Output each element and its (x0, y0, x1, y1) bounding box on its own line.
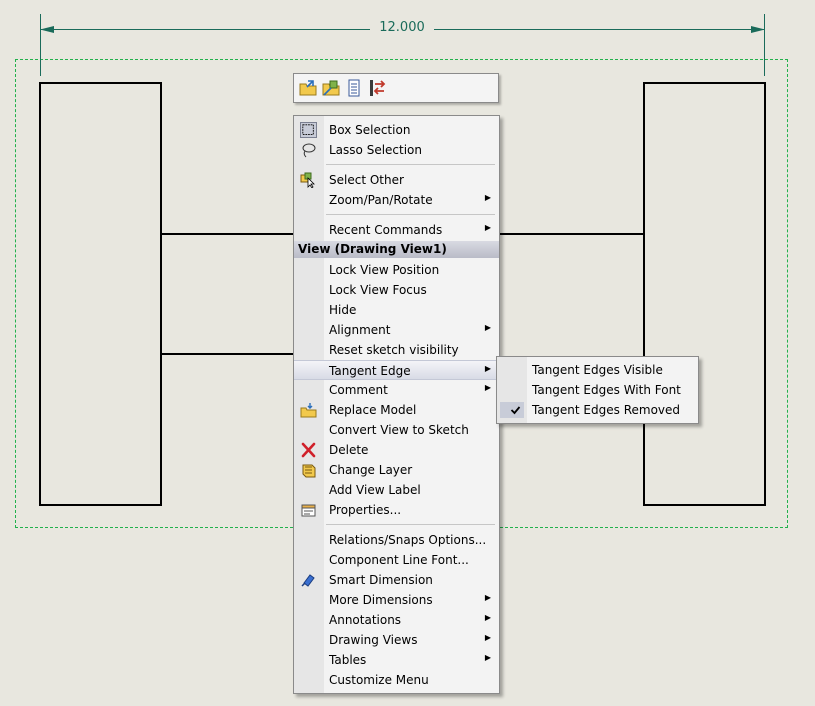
dimension-arrow-left-icon (40, 26, 54, 33)
properties-icon (301, 504, 316, 517)
right-part-outline[interactable] (643, 82, 766, 506)
dimension-value[interactable]: 12.000 (370, 20, 434, 35)
menu-item-annotations[interactable]: Annotations ▶ (294, 610, 499, 630)
menu-item-label: Hide (329, 303, 357, 317)
menu-item-recent-commands[interactable]: Recent Commands ▶ (294, 220, 499, 240)
menu-item-convert-view-to-sketch[interactable]: Convert View to Sketch (294, 420, 499, 440)
menu-item-label: Replace Model (329, 403, 417, 417)
menu-item-label: More Dimensions (329, 593, 433, 607)
menu-item-label: Lock View Focus (329, 283, 427, 297)
submenu-item-tangent-edges-removed[interactable]: Tangent Edges Removed (497, 400, 698, 420)
context-menu: Box Selection Lasso Selection Select Oth… (293, 115, 500, 694)
submenu-arrow-icon: ▶ (484, 613, 491, 622)
replace-model-icon (300, 403, 317, 418)
submenu-item-label: Tangent Edges With Font (532, 383, 681, 397)
menu-item-alignment[interactable]: Alignment ▶ (294, 320, 499, 340)
menu-icon-gutter (294, 116, 324, 693)
menu-item-relations-snaps-options[interactable]: Relations/Snaps Options... (294, 530, 499, 550)
smart-dimension-icon (301, 574, 315, 587)
menu-separator (326, 524, 495, 525)
submenu-arrow-icon: ▶ (484, 223, 491, 232)
menu-item-drawing-views[interactable]: Drawing Views ▶ (294, 630, 499, 650)
menu-item-tables[interactable]: Tables ▶ (294, 650, 499, 670)
delete-icon (301, 442, 316, 458)
menu-item-delete[interactable]: Delete (294, 440, 499, 460)
menu-item-label: Box Selection (329, 123, 411, 137)
submenu-arrow-icon: ▶ (484, 653, 491, 662)
menu-section-header: View (Drawing View1) (294, 241, 499, 258)
menu-item-label: Annotations (329, 613, 402, 627)
menu-separator (326, 164, 495, 165)
menu-item-label: Select Other (329, 173, 404, 187)
menu-item-customize-menu[interactable]: Customize Menu (294, 670, 499, 690)
menu-item-replace-model[interactable]: Replace Model (294, 400, 499, 420)
left-part-outline[interactable] (39, 82, 162, 506)
menu-item-properties[interactable]: Properties... (294, 500, 499, 520)
menu-item-label: Alignment (329, 323, 391, 337)
menu-item-lock-view-focus[interactable]: Lock View Focus (294, 280, 499, 300)
menu-item-label: Lock View Position (329, 263, 440, 277)
open-part-icon[interactable] (322, 79, 340, 97)
dimension-extension-right (764, 14, 765, 76)
menu-item-label: Change Layer (329, 463, 413, 477)
menu-item-label: Reset sketch visibility (329, 343, 459, 357)
lasso-icon (302, 143, 316, 158)
menu-item-label: Convert View to Sketch (329, 423, 469, 437)
layer-icon (302, 464, 316, 478)
menu-item-comment[interactable]: Comment ▶ (294, 380, 499, 400)
properties-table-icon[interactable] (345, 79, 363, 97)
connector-line-bottom-left (161, 353, 295, 355)
menu-item-box-selection[interactable]: Box Selection (294, 120, 499, 140)
submenu-item-label: Tangent Edges Removed (532, 403, 681, 417)
menu-item-label: Properties... (329, 503, 402, 517)
dimension-arrow-right-icon (751, 26, 765, 33)
menu-item-label: Customize Menu (329, 673, 429, 687)
section-header-label: View (Drawing View1) (298, 242, 447, 256)
menu-item-label: Recent Commands (329, 223, 443, 237)
context-toolbar (293, 73, 499, 103)
menu-item-more-dimensions[interactable]: More Dimensions ▶ (294, 590, 499, 610)
menu-item-tangent-edge[interactable]: Tangent Edge ▶ (294, 360, 499, 380)
submenu-arrow-icon: ▶ (484, 633, 491, 642)
box-selection-icon (300, 122, 317, 138)
submenu-arrow-icon: ▶ (484, 383, 491, 392)
menu-item-label: Component Line Font... (329, 553, 469, 567)
menu-item-hide[interactable]: Hide (294, 300, 499, 320)
menu-item-label: Tangent Edge (329, 364, 411, 378)
menu-separator (326, 214, 495, 215)
menu-item-label: Drawing Views (329, 633, 418, 647)
menu-item-component-line-font[interactable]: Component Line Font... (294, 550, 499, 570)
open-drawing-icon[interactable] (299, 79, 317, 97)
submenu-arrow-icon: ▶ (484, 193, 491, 202)
submenu-arrow-icon: ▶ (484, 323, 491, 332)
menu-item-label: Delete (329, 443, 369, 457)
menu-item-reset-sketch-visibility[interactable]: Reset sketch visibility (294, 340, 499, 360)
checkmark-icon (500, 402, 524, 418)
menu-item-label: Add View Label (329, 483, 421, 497)
tangent-edge-submenu: Tangent Edges Visible Tangent Edges With… (496, 356, 699, 424)
submenu-item-tangent-edges-with-font[interactable]: Tangent Edges With Font (497, 380, 698, 400)
dimension-extension-left (40, 14, 41, 76)
menu-item-label: Lasso Selection (329, 143, 422, 157)
menu-item-zoom-pan-rotate[interactable]: Zoom/Pan/Rotate ▶ (294, 190, 499, 210)
menu-item-lock-view-position[interactable]: Lock View Position (294, 260, 499, 280)
connector-line-top-right (499, 233, 645, 235)
menu-item-label: Tables (329, 653, 367, 667)
menu-item-add-view-label[interactable]: Add View Label (294, 480, 499, 500)
replace-icon[interactable] (368, 79, 386, 97)
connector-line-top-left (161, 233, 295, 235)
menu-item-label: Relations/Snaps Options... (329, 533, 487, 547)
submenu-item-tangent-edges-visible[interactable]: Tangent Edges Visible (497, 360, 698, 380)
menu-item-label: Comment (329, 383, 388, 397)
menu-item-smart-dimension[interactable]: Smart Dimension (294, 570, 499, 590)
submenu-item-label: Tangent Edges Visible (532, 363, 663, 377)
submenu-arrow-icon: ▶ (484, 364, 491, 373)
menu-item-lasso-selection[interactable]: Lasso Selection (294, 140, 499, 160)
menu-item-select-other[interactable]: Select Other (294, 170, 499, 190)
menu-item-change-layer[interactable]: Change Layer (294, 460, 499, 480)
submenu-arrow-icon: ▶ (484, 593, 491, 602)
menu-item-label: Smart Dimension (329, 573, 433, 587)
select-other-icon (300, 172, 315, 188)
menu-item-label: Zoom/Pan/Rotate (329, 193, 433, 207)
